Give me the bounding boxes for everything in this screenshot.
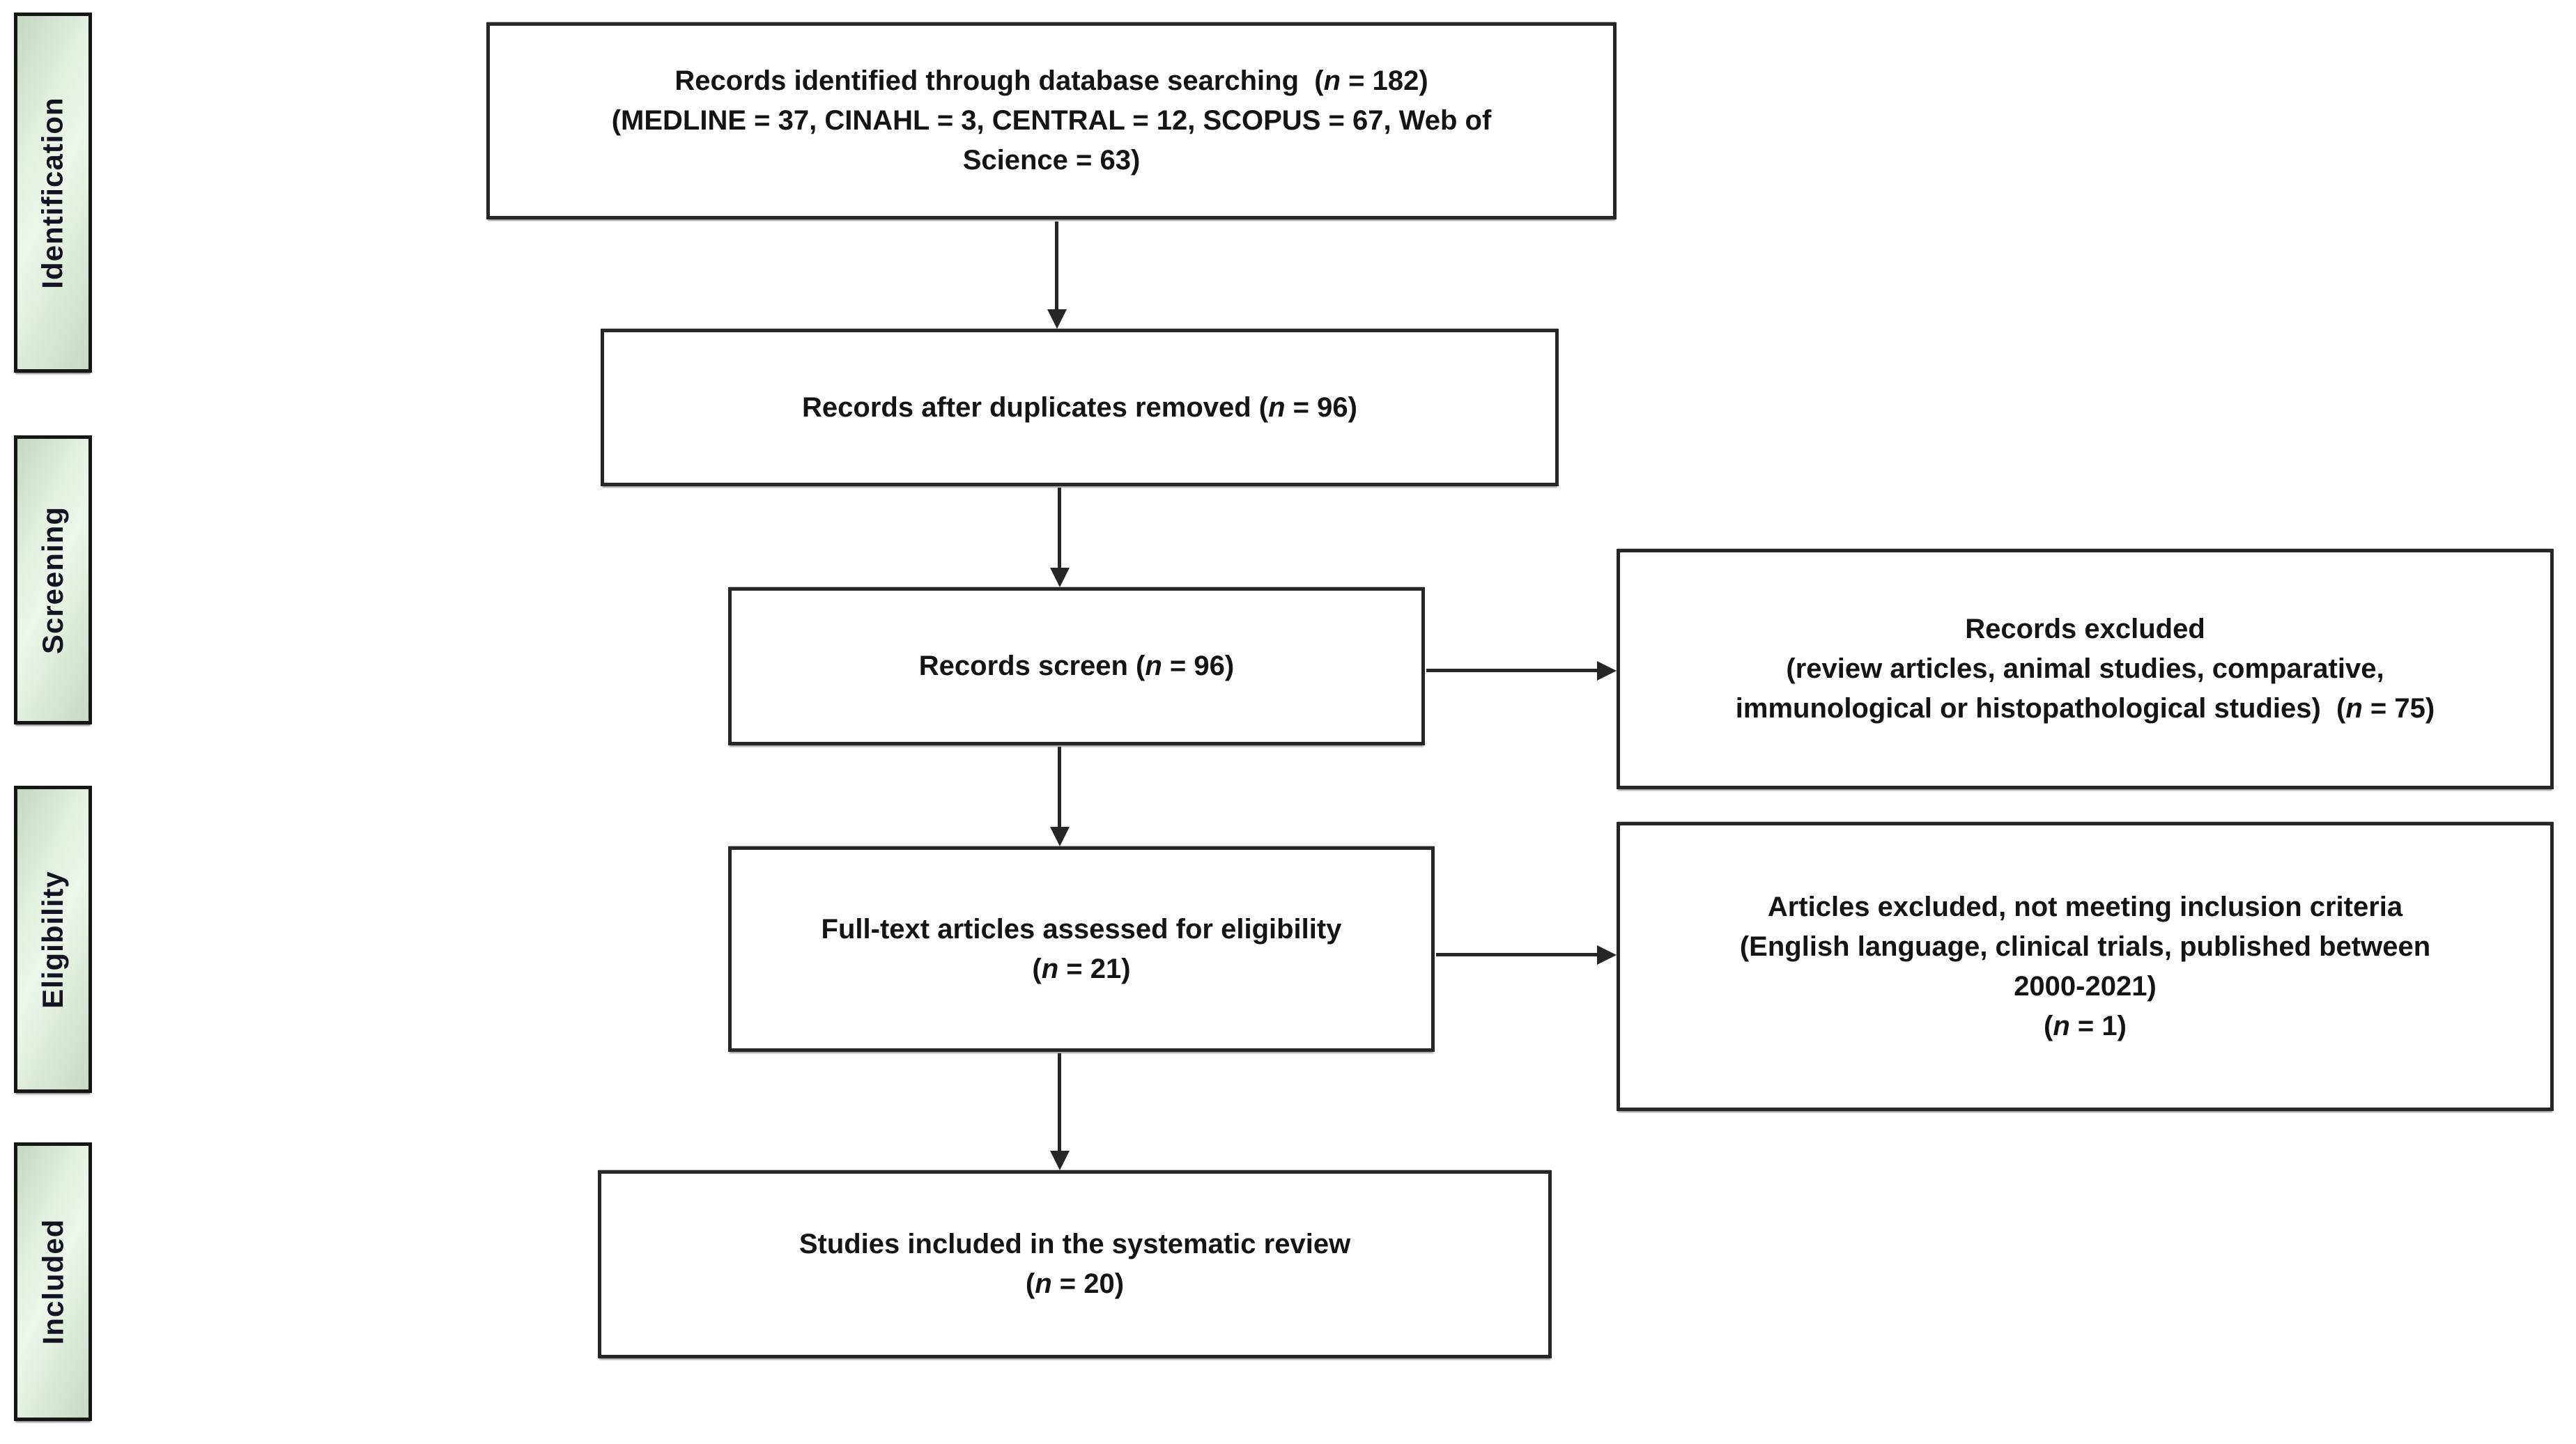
stage-label-identification: Identification [36, 96, 69, 289]
box-studies-included: Studies included in the systematic revie… [598, 1170, 1552, 1358]
box-line: (review articles, animal studies, compar… [1786, 653, 2384, 684]
arrow-down-fulltext-to-included [1058, 1053, 1061, 1151]
box-line: (MEDLINE = 37, CINAHL = 3, CENTRAL = 12,… [611, 105, 1492, 136]
box-line: (n = 20) [1025, 1268, 1125, 1299]
stage-label-included: Included [36, 1218, 69, 1345]
box-records-screened: Records screen (n = 96) [728, 587, 1425, 745]
box-line: (n = 1) [2044, 1010, 2127, 1041]
box-duplicates-removed: Records after duplicates removed (n = 96… [601, 329, 1559, 486]
box-articles-excluded: Articles excluded, not meeting inclusion… [1617, 822, 2554, 1111]
box-records-excluded: Records excluded (review articles, anima… [1617, 549, 2554, 789]
box-line: Studies included in the systematic revie… [799, 1229, 1351, 1259]
arrow-right-screened-to-records-excluded [1426, 669, 1598, 672]
box-line: Full-text articles assessed for eligibil… [821, 913, 1342, 945]
box-records-identified: Records identified through database sear… [486, 22, 1617, 219]
box-line: (n = 21) [1032, 953, 1131, 984]
stage-box-screening: Screening [14, 435, 92, 724]
stage-box-eligibility: Eligibility [14, 786, 92, 1093]
box-line: Articles excluded, not meeting inclusion… [1767, 891, 2403, 922]
stage-label-eligibility: Eligibility [36, 870, 69, 1009]
stage-box-identification: Identification [14, 13, 92, 373]
stage-label-screening: Screening [36, 506, 70, 654]
box-line: Science = 63) [962, 145, 1141, 176]
arrow-down-deduplicated-to-screened [1058, 488, 1061, 568]
box-line: (English language, clinical trials, publ… [1739, 931, 2431, 962]
arrow-right-fulltext-to-articles-excluded [1436, 953, 1598, 956]
arrow-down-screened-to-fulltext [1058, 747, 1061, 828]
box-line: Records excluded [1965, 614, 2205, 644]
box-line: Records after duplicates removed (n = 96… [802, 391, 1357, 423]
stage-box-included: Included [14, 1142, 92, 1421]
box-fulltext-assessed: Full-text articles assessed for eligibil… [728, 846, 1435, 1052]
box-line: Records identified through database sear… [674, 65, 1428, 96]
box-line: immunological or histopathological studi… [1735, 693, 2435, 724]
box-line: 2000-2021) [2014, 970, 2157, 1002]
box-line: Records screen (n = 96) [918, 651, 1235, 681]
arrow-down-identified-to-deduplicated [1055, 222, 1058, 310]
